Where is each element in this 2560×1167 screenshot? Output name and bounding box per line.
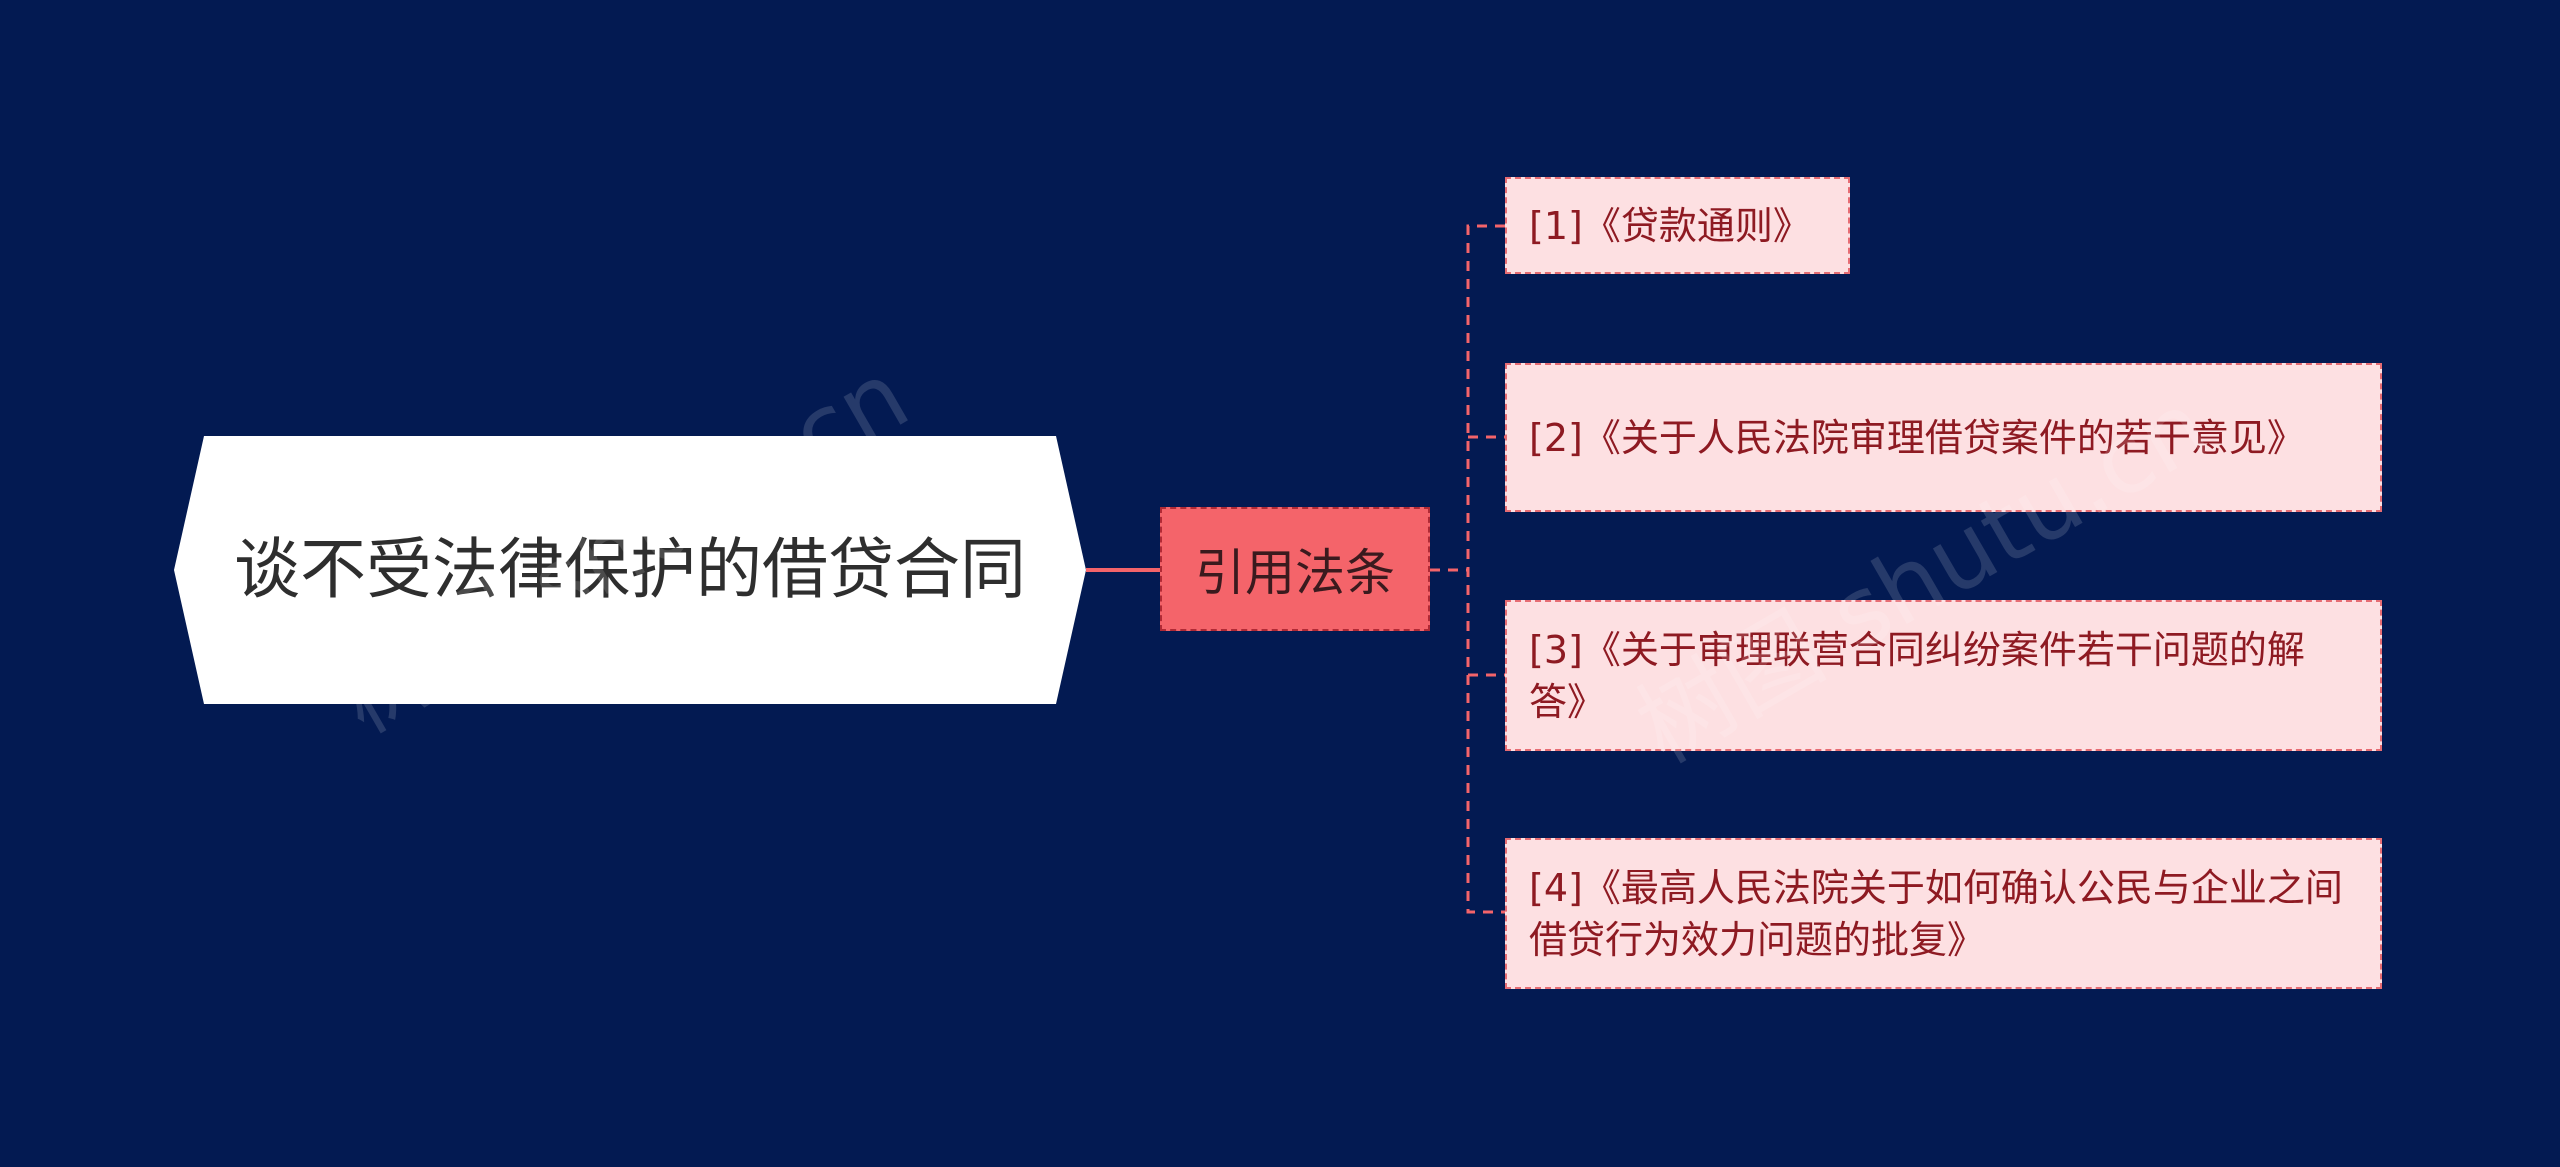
root-node[interactable]: 谈不受法律保护的借贷合同 [174,436,1086,704]
root-node-title: 谈不受法律保护的借贷合同 [234,531,1026,608]
leaf-node-1[interactable]: [1]《贷款通则》 [1505,177,1850,274]
branch-node[interactable]: 引用法条 [1160,507,1430,631]
leaf-node-4[interactable]: [4]《最高人民法院关于如何确认公民与企业之间借贷行为效力问题的批复》 [1505,838,2382,989]
leaf-node-3[interactable]: [3]《关于审理联营合同纠纷案件若干问题的解答》 [1505,600,2382,751]
root-node-shape [174,436,1086,704]
trunk-connector [1466,224,1505,914]
leaf-node-2[interactable]: [2]《关于人民法院审理借贷案件的若干意见》 [1505,363,2382,512]
